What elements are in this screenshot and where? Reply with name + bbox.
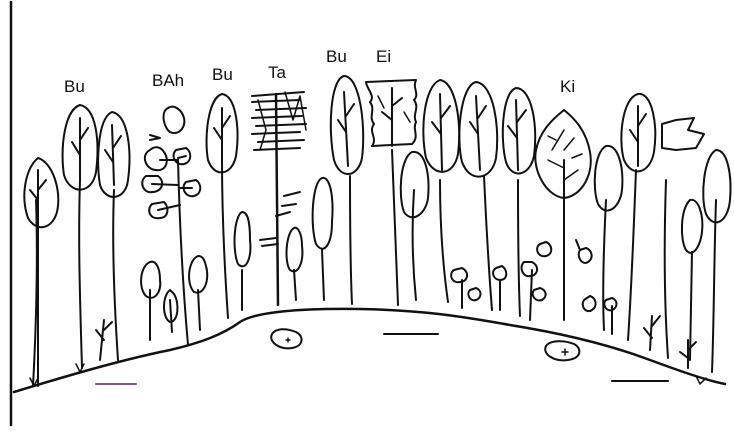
stone-right xyxy=(545,341,579,360)
understory-trees-right-center xyxy=(451,242,551,320)
tree-beech-1 xyxy=(24,158,58,386)
tree-fir xyxy=(252,92,306,305)
tree-beech-4 xyxy=(207,94,251,318)
tree-beech-11 xyxy=(621,94,655,340)
stone-left xyxy=(271,329,301,348)
label-bah: BAh xyxy=(152,72,184,89)
understory-trees-center xyxy=(287,178,333,300)
tree-beech-5 xyxy=(331,76,363,304)
label-bu-center-left: Bu xyxy=(212,66,233,83)
tree-oak xyxy=(366,80,416,305)
tree-beech-2 xyxy=(63,105,98,368)
label-ta: Ta xyxy=(268,64,286,81)
tree-cherry xyxy=(535,110,595,320)
tree-beech-6 xyxy=(401,152,429,300)
tree-broadcrown xyxy=(662,118,704,360)
understory-shrubs-right xyxy=(604,298,696,368)
ground-profile-line xyxy=(14,309,725,392)
label-bu-left: Bu xyxy=(64,78,85,95)
label-ei: Ei xyxy=(376,48,391,65)
tree-beech-12 xyxy=(703,150,730,372)
label-ki: Ki xyxy=(560,78,575,95)
tree-beech-10 xyxy=(595,146,623,330)
tree-beech-8 xyxy=(459,82,497,310)
grass-marks xyxy=(30,364,706,386)
tree-beech-9 xyxy=(503,88,535,316)
label-bu-center: Bu xyxy=(326,48,347,65)
